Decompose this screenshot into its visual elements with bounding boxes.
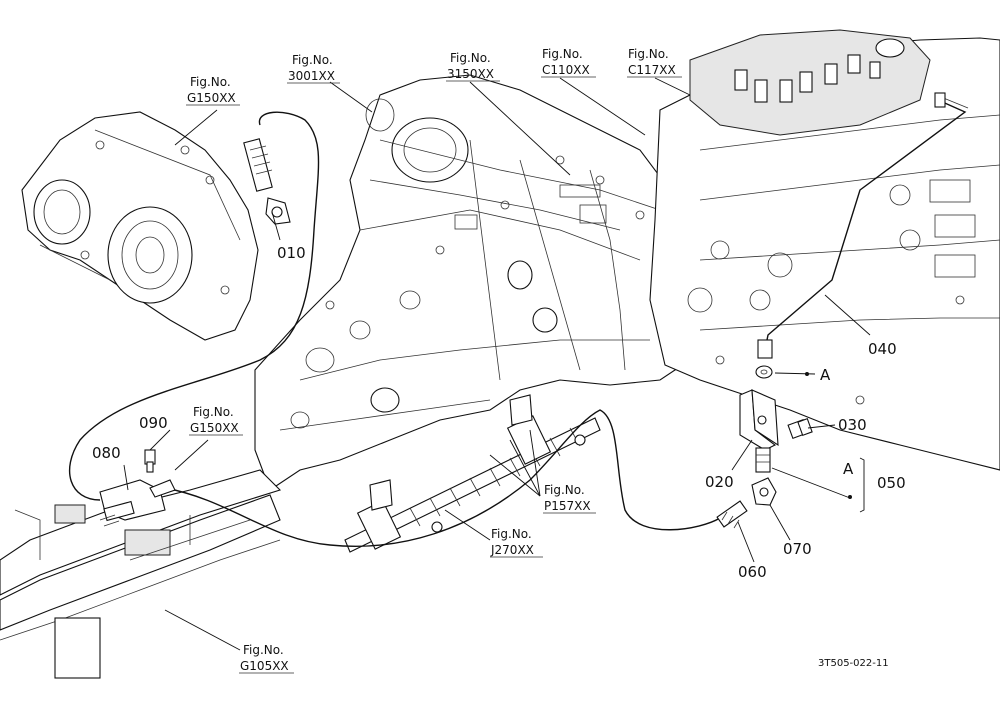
fig-label-underlines bbox=[186, 76, 682, 674]
part-030-bolt bbox=[787, 418, 813, 440]
marker-050-dot bbox=[848, 495, 852, 499]
fig-label-3001-line2: 3001XX bbox=[288, 69, 335, 83]
drawing-code: 3T505-022-11 bbox=[818, 658, 889, 669]
fig-label-g150-left-line2: G150XX bbox=[190, 421, 239, 435]
transmission-case bbox=[649, 29, 1000, 471]
fig-label-j270-line1: Fig.No. bbox=[491, 527, 532, 541]
part-number-030: 030 bbox=[838, 416, 867, 434]
engine-block bbox=[254, 74, 701, 491]
hose-routing bbox=[69, 111, 721, 547]
part-number-060: 060 bbox=[738, 563, 767, 581]
part-010-fitting bbox=[243, 138, 291, 225]
marker-a-washer bbox=[755, 365, 773, 379]
part-number-070: 070 bbox=[783, 540, 812, 558]
part-020-bracket bbox=[739, 389, 779, 451]
fig-label-g150-left-line1: Fig.No. bbox=[193, 405, 234, 419]
part-080-clamp bbox=[99, 479, 176, 527]
part-number-090: 090 bbox=[139, 414, 168, 432]
front-axle-housing bbox=[21, 111, 259, 341]
marker-a-top: A bbox=[820, 366, 831, 384]
part-number-040: 040 bbox=[868, 340, 897, 358]
fig-label-3001-line1: Fig.No. bbox=[292, 53, 333, 67]
fig-label-j270-line2: J270XX bbox=[490, 543, 534, 557]
fig-label-p157-line1: Fig.No. bbox=[544, 483, 585, 497]
part-090-bolt bbox=[144, 449, 156, 473]
fig-label-c117-line2: C117XX bbox=[628, 63, 676, 77]
fig-label-g150-top-line2: G150XX bbox=[187, 91, 236, 105]
part-070-elbow bbox=[751, 477, 777, 506]
part-number-020: 020 bbox=[705, 473, 734, 491]
marker-a-dot bbox=[805, 372, 809, 376]
fig-label-c110-line1: Fig.No. bbox=[542, 47, 583, 61]
part-060-nipple bbox=[716, 500, 748, 529]
fig-label-g105-line2: G105XX bbox=[240, 659, 289, 673]
fig-label-3150-line2: 3150XX bbox=[447, 67, 494, 81]
part-050-adapter bbox=[755, 447, 771, 473]
part-number-010: 010 bbox=[277, 244, 306, 262]
fig-label-c117-line1: Fig.No. bbox=[628, 47, 669, 61]
fig-label-g105-line1: Fig.No. bbox=[243, 643, 284, 657]
spring-shaft-assembly bbox=[344, 394, 601, 553]
fig-label-p157-line2: P157XX bbox=[544, 499, 591, 513]
fig-label-3150-line1: Fig.No. bbox=[450, 51, 491, 65]
fig-label-c110-line2: C110XX bbox=[542, 63, 590, 77]
fig-label-g150-top-line1: Fig.No. bbox=[190, 75, 231, 89]
pipe-040 bbox=[757, 92, 969, 359]
part-number-080: 080 bbox=[92, 444, 121, 462]
part-number-050: 050 bbox=[877, 474, 906, 492]
marker-a-bracket: A bbox=[843, 460, 854, 478]
